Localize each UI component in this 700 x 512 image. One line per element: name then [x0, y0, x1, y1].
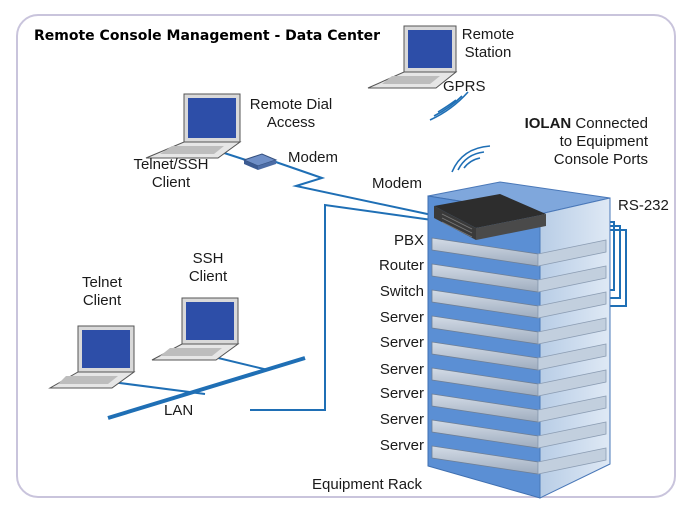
rack-slot-side — [537, 291, 607, 319]
lan-uplink-line — [250, 203, 433, 411]
rack-item-label: Server — [379, 361, 424, 378]
rack-slot-side — [537, 447, 607, 475]
rack-item-label: Server — [379, 385, 424, 402]
rack-item-label: Server — [379, 334, 424, 351]
laptop-telnet-ssh-icon — [145, 93, 242, 159]
modem-device-icon — [242, 153, 278, 170]
rack-slot-side — [537, 317, 607, 345]
modem-to-rack-line — [269, 159, 433, 216]
rack-slots — [431, 237, 607, 475]
rack-slot-side — [537, 265, 607, 293]
diagram-title: Remote Console Management - Data Center — [34, 28, 381, 44]
rs232-label: RS-232 — [618, 197, 669, 214]
rack-slot-side — [537, 421, 607, 449]
diagram-frame — [16, 14, 676, 498]
rack-item-label: PBX — [393, 232, 424, 249]
lan-backbone — [107, 356, 306, 420]
lan-label: LAN — [164, 402, 194, 419]
rack-slot-side — [537, 369, 607, 397]
rack-item-label: Server — [379, 309, 424, 326]
rack-item-label: Router — [378, 257, 424, 274]
rack-wireless-icon — [451, 145, 491, 173]
gprs-label: GPRS — [443, 78, 486, 95]
laptop-telnet-client-icon — [48, 325, 136, 389]
rack-item-label: Server — [379, 411, 424, 428]
modem-small-label: Modem — [288, 149, 339, 166]
rack-slot-side — [537, 395, 607, 423]
equipment-rack-label: Equipment Rack — [312, 476, 423, 493]
laptop-remote-station-icon — [367, 25, 458, 89]
rack-slot-side — [537, 239, 607, 267]
rack-slot-side — [537, 343, 607, 371]
iolan-label: IOLAN Connected to Equipment Console Por… — [524, 115, 648, 168]
iolan-device — [434, 194, 546, 228]
modem-rack-label: Modem — [372, 175, 423, 192]
laptop-ssh-client-icon — [151, 297, 240, 361]
gprs-wireless-icon — [429, 91, 469, 121]
rack-item-label: Switch — [379, 283, 424, 300]
rack-item-label: Server — [379, 437, 424, 454]
